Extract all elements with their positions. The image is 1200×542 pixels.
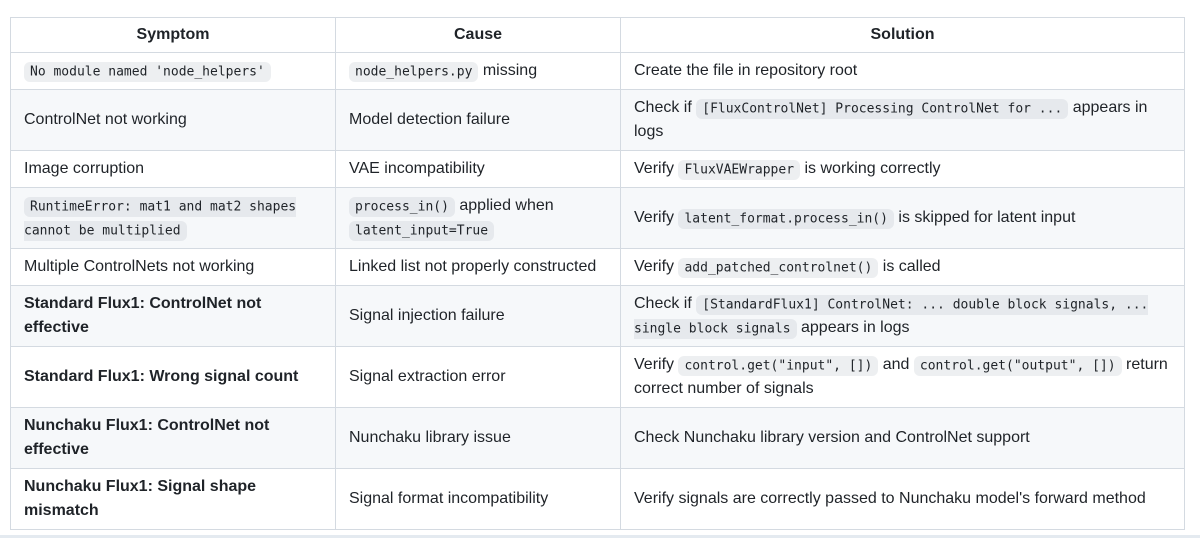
cause-cell: Model detection failure [335, 89, 621, 151]
symptom-cell: Nunchaku Flux1: Signal shape mismatch [10, 468, 336, 530]
cause-cell: Nunchaku library issue [335, 407, 621, 469]
cell-text: Verify [634, 160, 679, 177]
table-row: Nunchaku Flux1: ControlNet not effective… [10, 407, 1185, 469]
table-row: Standard Flux1: ControlNet not effective… [10, 285, 1185, 347]
cell-text: Multiple ControlNets not working [24, 258, 255, 275]
cell-text: Check if [634, 295, 697, 312]
inline-code: [FluxControlNet] Processing ControlNet f… [696, 98, 1069, 119]
table-row: Standard Flux1: Wrong signal count Signal… [10, 346, 1185, 408]
solution-cell: Check if [StandardFlux1] ControlNet: ...… [620, 285, 1185, 347]
solution-cell: Verify add_patched_controlnet() is calle… [620, 248, 1185, 286]
solution-cell: Check if [FluxControlNet] Processing Con… [620, 89, 1185, 151]
inline-code: No module named 'node_helpers' [24, 61, 271, 82]
table-body: No module named 'node_helpers' node_helpe… [10, 52, 1185, 530]
cell-text: Signal extraction error [349, 368, 506, 385]
cell-text: ControlNet not working [24, 111, 187, 128]
cell-text: is skipped for latent input [893, 209, 1076, 226]
symptom-cell: RuntimeError: mat1 and mat2 shapes canno… [10, 187, 336, 249]
table-header: Symptom Cause Solution [10, 17, 1185, 53]
symptom-cell: Standard Flux1: Wrong signal count [10, 346, 336, 408]
cell-text: appears in logs [796, 319, 910, 336]
table-row: ControlNet not working Model detection fa… [10, 89, 1185, 151]
bottom-divider [0, 535, 1200, 538]
inline-code: process_in() [349, 196, 455, 217]
symptom-cell: No module named 'node_helpers' [10, 52, 336, 90]
cell-text: Check Nunchaku library version and Contr… [634, 429, 1030, 446]
column-header-cause: Cause [335, 17, 621, 53]
troubleshooting-table: Symptom Cause Solution No module named '… [10, 17, 1185, 530]
cause-cell: VAE incompatibility [335, 150, 621, 188]
symptom-cell: Multiple ControlNets not working [10, 248, 336, 286]
cell-text: and [878, 356, 914, 373]
bold-cell-text: Nunchaku Flux1: ControlNet not effective [24, 417, 270, 458]
inline-code: node_helpers.py [349, 61, 479, 82]
inline-code: latent_input=True [349, 220, 495, 241]
bold-cell-text: Standard Flux1: ControlNet not effective [24, 295, 262, 336]
cell-text: Verify signals are correctly passed to N… [634, 490, 1146, 507]
table-row: Nunchaku Flux1: Signal shape mismatch Sig… [10, 468, 1185, 530]
cell-text: Verify [634, 209, 679, 226]
cell-text: Create the file in repository root [634, 62, 858, 79]
table-row: Image corruption VAE incompatibility Verif… [10, 150, 1185, 188]
symptom-cell: Standard Flux1: ControlNet not effective [10, 285, 336, 347]
symptom-cell: Image corruption [10, 150, 336, 188]
cause-cell: Linked list not properly constructed [335, 248, 621, 286]
table-row: No module named 'node_helpers' node_helpe… [10, 52, 1185, 90]
cell-text: Check if [634, 99, 697, 116]
inline-code: latent_format.process_in() [678, 208, 894, 229]
cell-text: Verify [634, 258, 679, 275]
cell-text: Nunchaku library issue [349, 429, 511, 446]
cell-text: VAE incompatibility [349, 160, 485, 177]
cell-text: Signal injection failure [349, 307, 505, 324]
cell-text: applied when [454, 197, 554, 214]
cell-text: return correct number of signals [634, 356, 1168, 397]
cause-cell: node_helpers.py missing [335, 52, 621, 90]
cell-text: Model detection failure [349, 111, 510, 128]
cell-text: Linked list not properly constructed [349, 258, 597, 275]
bold-cell-text: Nunchaku Flux1: Signal shape mismatch [24, 478, 257, 519]
bold-cell-text: Standard Flux1: Wrong signal count [24, 368, 299, 385]
inline-code: FluxVAEWrapper [678, 159, 801, 180]
solution-cell: Verify FluxVAEWrapper is working correct… [620, 150, 1185, 188]
solution-cell: Verify signals are correctly passed to N… [620, 468, 1185, 530]
inline-code: add_patched_controlnet() [678, 257, 879, 278]
solution-cell: Verify control.get("input", []) and cont… [620, 346, 1185, 408]
cell-text: Verify [634, 356, 679, 373]
cell-text: Image corruption [24, 160, 145, 177]
cell-text: is called [878, 258, 941, 275]
inline-code: control.get("output", []) [913, 355, 1122, 376]
cause-cell: Signal format incompatibility [335, 468, 621, 530]
symptom-cell: Nunchaku Flux1: ControlNet not effective [10, 407, 336, 469]
inline-code: control.get("input", []) [678, 355, 879, 376]
cause-cell: Signal extraction error [335, 346, 621, 408]
header-row: Symptom Cause Solution [10, 17, 1185, 53]
solution-cell: Check Nunchaku library version and Contr… [620, 407, 1185, 469]
cause-cell: Signal injection failure [335, 285, 621, 347]
column-header-symptom: Symptom [10, 17, 336, 53]
solution-cell: Verify latent_format.process_in() is ski… [620, 187, 1185, 249]
cell-text: missing [478, 62, 538, 79]
cell-text: Signal format incompatibility [349, 490, 549, 507]
cell-text: is working correctly [800, 160, 941, 177]
cause-cell: process_in() applied when latent_input=T… [335, 187, 621, 249]
cell-text: appears in logs [634, 99, 1148, 140]
symptom-cell: ControlNet not working [10, 89, 336, 151]
table-row: Multiple ControlNets not working Linked l… [10, 248, 1185, 286]
table-row: RuntimeError: mat1 and mat2 shapes canno… [10, 187, 1185, 249]
column-header-solution: Solution [620, 17, 1185, 53]
inline-code: RuntimeError: mat1 and mat2 shapes canno… [24, 196, 297, 241]
solution-cell: Create the file in repository root [620, 52, 1185, 90]
